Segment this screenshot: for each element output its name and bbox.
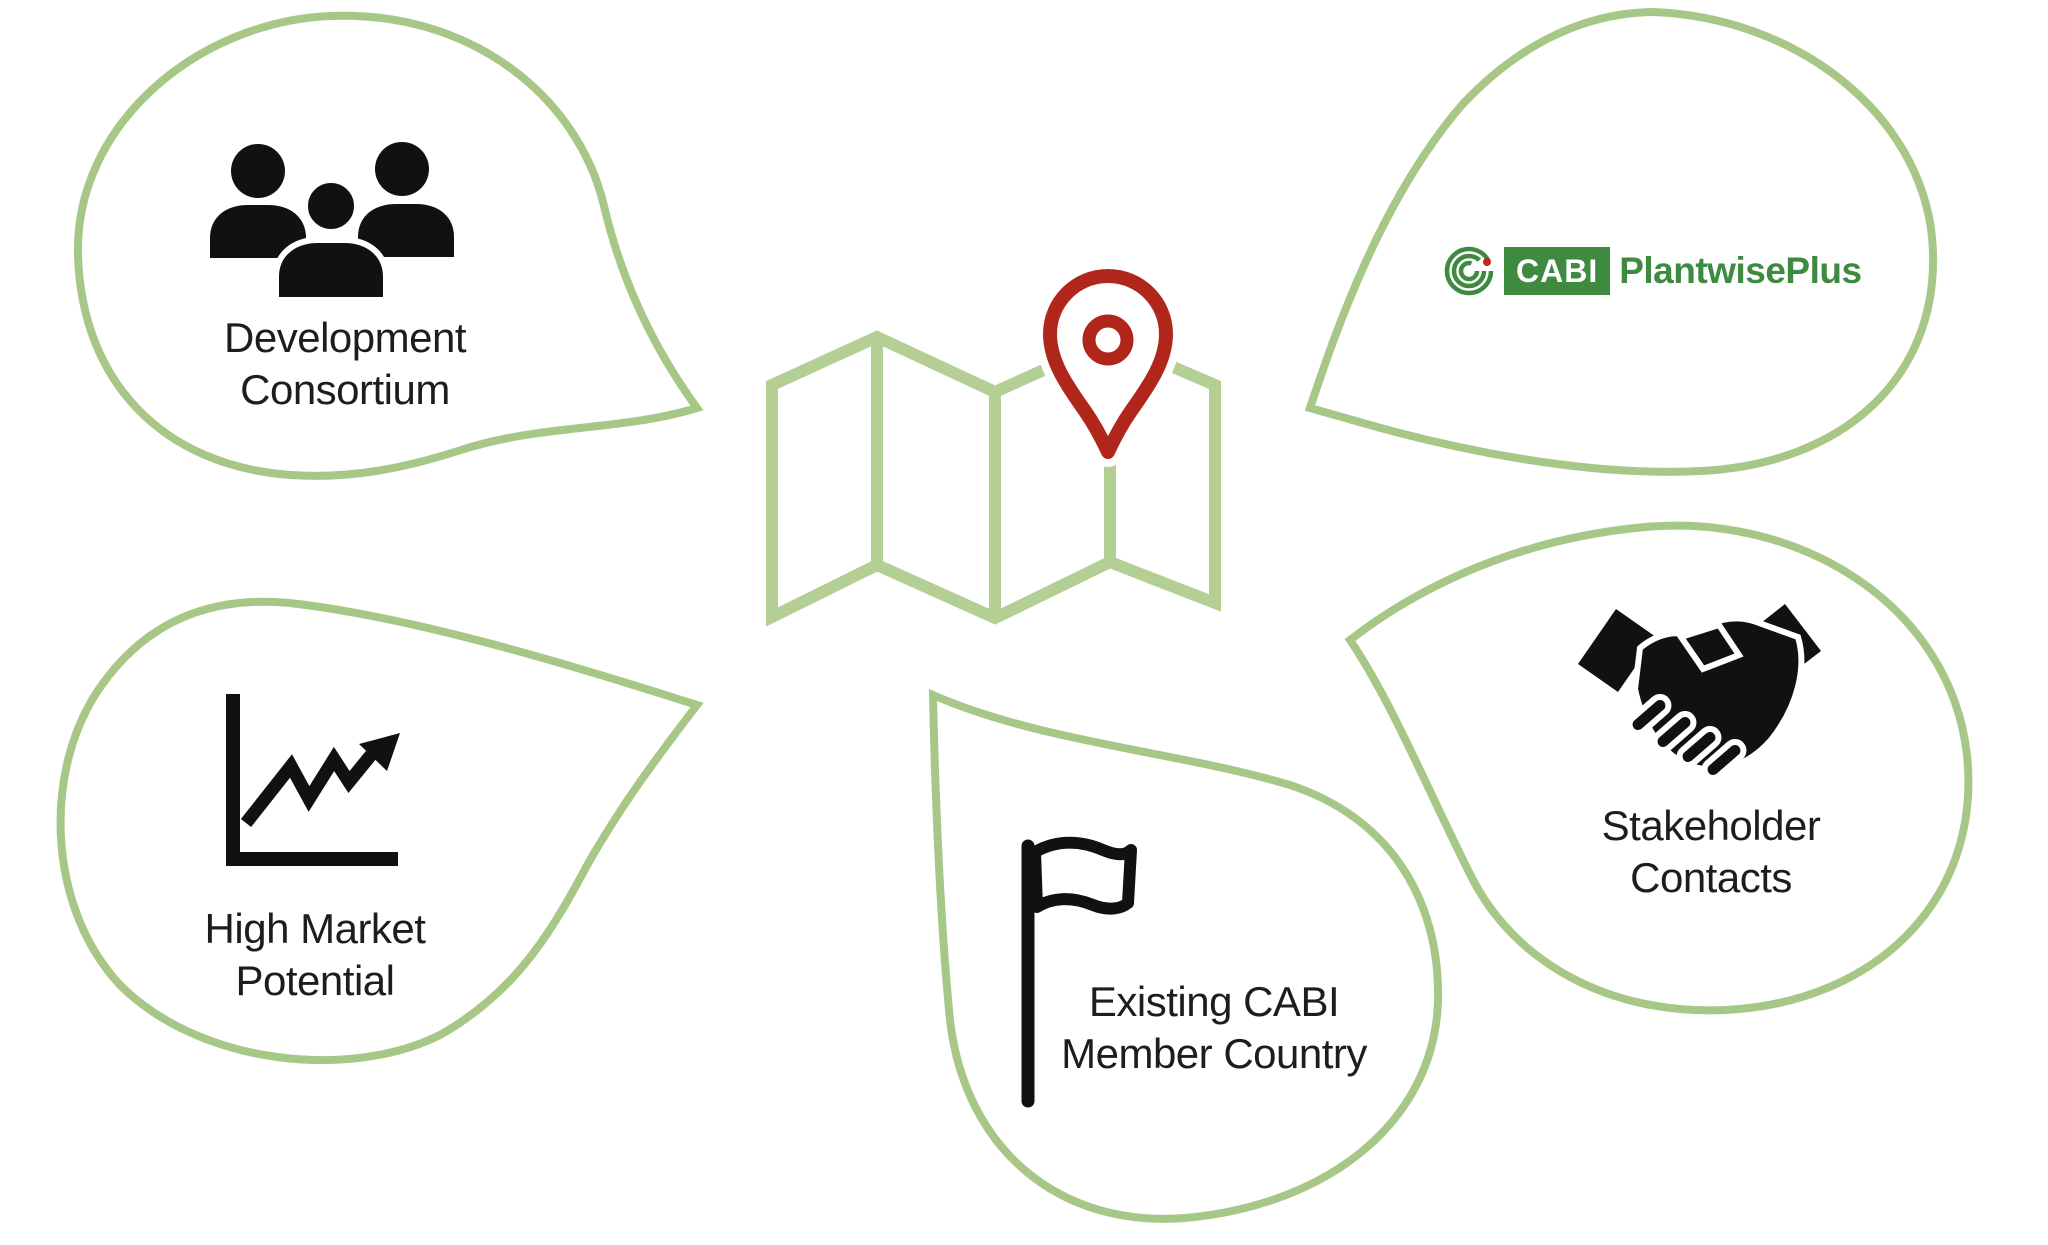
- bubble-development-consortium: [73, 11, 704, 480]
- cabi-mark-outer-arc: [1444, 246, 1494, 296]
- person-right-body: [358, 204, 454, 257]
- growth-chart-icon: [226, 694, 400, 866]
- chart-zigzag-line: [240, 746, 377, 828]
- finger-4: [1701, 738, 1747, 782]
- person-left-head: [231, 144, 285, 198]
- cabi-mark-middle-arc: [1451, 253, 1487, 289]
- cabi-mark-red-dot: [1483, 258, 1491, 266]
- people-group-icon: [210, 142, 454, 303]
- label-stakeholder-contacts: Stakeholder Contacts: [1601, 802, 1821, 901]
- person-right-head: [375, 142, 429, 196]
- chart-axes: [226, 694, 398, 866]
- finger-2: [1651, 710, 1697, 754]
- cabi-logo-mark-icon: [1444, 246, 1494, 296]
- handshake-fingers: [1626, 693, 1747, 782]
- map-outline: [766, 330, 1221, 627]
- chart-arrowhead: [359, 733, 400, 771]
- pin-outline: [1043, 269, 1173, 459]
- label-existing-cabi-member-country: Existing CABI Member Country: [1061, 978, 1367, 1077]
- person-front-body: [273, 237, 389, 303]
- location-pin-icon: [1035, 261, 1181, 467]
- finger-1: [1626, 693, 1672, 737]
- handshake-icon: [1578, 604, 1821, 782]
- cabi-plantwiseplus-logo: CABI PlantwisePlus: [1443, 243, 1862, 299]
- flag-icon: [1021, 836, 1137, 1108]
- bubble-existing-cabi-member-country: [928, 688, 1443, 1223]
- flag-banner: [1029, 836, 1137, 915]
- finger-3: [1676, 725, 1722, 769]
- handshake-thumb: [1676, 621, 1744, 673]
- cabi-brand-box: CABI: [1504, 247, 1611, 295]
- handshake-left-sleeve: [1578, 609, 1656, 692]
- label-high-market-potential: High Market Potential: [204, 905, 426, 1004]
- label-development-consortium: Development Consortium: [224, 314, 466, 413]
- cabi-mark-inner-arc: [1458, 260, 1480, 282]
- bubble-high-market-potential: [56, 597, 704, 1064]
- person-left-body: [210, 205, 306, 258]
- bubble-stakeholder-contacts: [1344, 521, 1973, 1015]
- plantwiseplus-wordmark: PlantwisePlus: [1619, 250, 1862, 291]
- pin-inner-ring: [1082, 314, 1134, 366]
- person-front-head: [302, 177, 360, 235]
- bubble-cabi-plantwiseplus: [1304, 7, 1938, 476]
